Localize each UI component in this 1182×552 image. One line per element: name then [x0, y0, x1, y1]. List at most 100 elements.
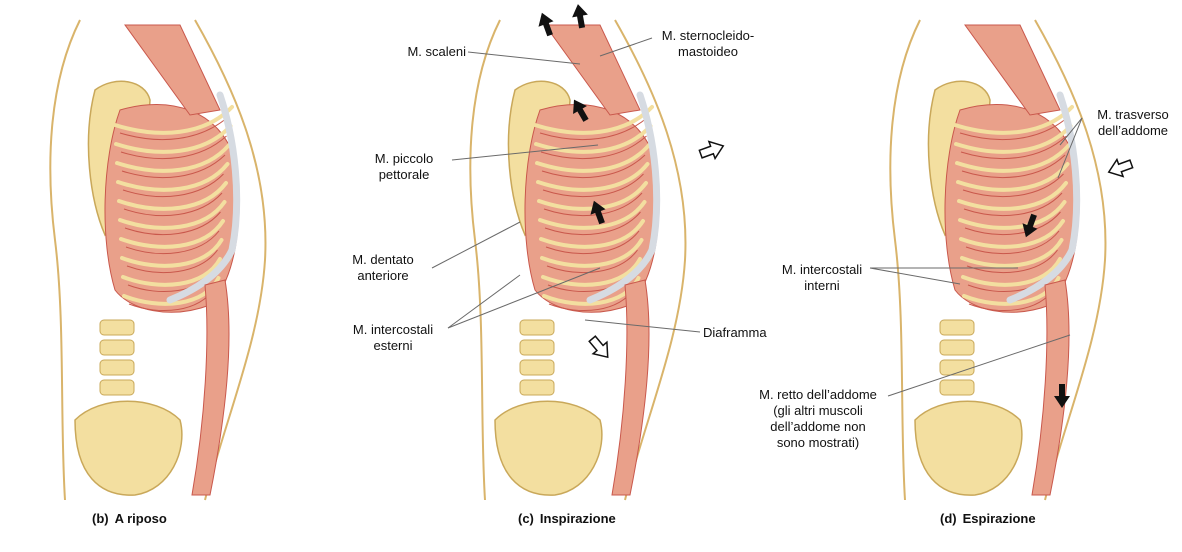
caption-panel-c: (c) Inspirazione — [518, 511, 616, 526]
costal-cartilage — [1006, 91, 1081, 304]
rib — [539, 219, 645, 249]
vertebra — [519, 379, 555, 396]
rectus-abdominis — [191, 279, 230, 496]
arrow-up-solid-icon — [590, 200, 606, 225]
costal-cartilage — [166, 91, 241, 304]
arrow-up-solid-icon — [538, 12, 554, 37]
intercostal-fibers — [962, 173, 1064, 198]
rib — [540, 238, 644, 268]
caption-tag: (c) — [518, 511, 534, 526]
vertebra — [519, 359, 555, 376]
label-trasverso-addome: M. trasverso dell’addome — [1097, 107, 1169, 138]
intercostal-fibers — [959, 116, 1069, 141]
pelvis — [74, 400, 183, 496]
caption-panel-b: (b) A riposo — [92, 511, 167, 526]
intercostal-fibers — [121, 154, 226, 179]
rib — [957, 181, 1068, 211]
front-outline — [614, 19, 687, 501]
vertebra — [99, 319, 135, 336]
rib — [119, 219, 225, 249]
rib — [955, 143, 1071, 173]
intercostal-fibers — [544, 211, 641, 236]
leader-line — [1059, 117, 1083, 146]
leader-line — [467, 51, 581, 65]
caption-title: A riposo — [114, 511, 167, 526]
vertebra — [99, 339, 135, 356]
torso-panel-expiration — [889, 19, 1107, 501]
intercostal-fibers — [961, 154, 1066, 179]
arrow-up-solid-icon — [572, 4, 588, 29]
vertebra — [99, 379, 135, 396]
rib — [959, 219, 1065, 249]
costal-cartilage — [586, 91, 661, 304]
back-outline — [469, 19, 501, 501]
leader-line — [447, 267, 601, 329]
label-intercostali-esterni: M. intercostali esterni — [352, 322, 434, 353]
back-outline — [49, 19, 81, 501]
intercostal-fibers — [965, 230, 1060, 255]
arrow-outline-icon — [588, 335, 609, 359]
torso-panel-rest — [49, 19, 267, 501]
rib — [534, 124, 653, 154]
caption-panel-d: (d)Espirazione — [940, 511, 1036, 526]
leader-line — [584, 319, 701, 333]
arrow-down-solid-icon — [1022, 213, 1038, 238]
label-dentato-anteriore: M. dentato anteriore — [352, 252, 414, 283]
vertebra — [519, 319, 555, 336]
vertebra — [939, 379, 975, 396]
leader-line — [869, 267, 961, 285]
leader-line — [1057, 117, 1083, 179]
caption-tag: (b) — [92, 511, 109, 526]
arrow-outline-icon — [1107, 157, 1134, 178]
intercostal-fibers — [125, 230, 220, 255]
vertebra — [939, 339, 975, 356]
front-outline — [1034, 19, 1107, 501]
leader-line — [887, 334, 1071, 397]
rib — [113, 105, 234, 135]
intercostal-fibers — [124, 211, 221, 236]
rib — [120, 238, 224, 268]
vertebra — [519, 339, 555, 356]
rib — [958, 200, 1067, 230]
intercostal-fibers — [963, 192, 1063, 217]
rib — [961, 257, 1062, 287]
pelvis — [914, 400, 1023, 496]
intercostal-fibers — [545, 230, 640, 255]
leader-line — [451, 144, 599, 161]
rib — [960, 238, 1064, 268]
intercostal-fibers — [539, 116, 649, 141]
label-retto-addome: M. retto dell’addome (gli altri muscoli … — [759, 387, 877, 450]
rib — [533, 105, 654, 135]
rib — [114, 124, 233, 154]
rib — [116, 162, 230, 192]
torso-panel-inspiration — [469, 19, 687, 501]
intercostal-fibers — [964, 211, 1061, 236]
arrow-outline-icon — [698, 140, 725, 161]
pelvis — [494, 400, 603, 496]
vertebra — [939, 319, 975, 336]
rib — [953, 105, 1074, 135]
label-scaleni: M. scaleni — [407, 44, 466, 59]
intercostal-fibers — [120, 135, 227, 160]
caption-title: Inspirazione — [539, 511, 616, 526]
front-outline — [194, 19, 267, 501]
leader-line — [431, 221, 521, 269]
intercostal-fibers — [966, 249, 1058, 274]
leader-line — [599, 37, 653, 57]
intercostal-fibers — [122, 173, 224, 198]
intercostal-fibers — [126, 249, 218, 274]
intercostal-fibers — [123, 192, 223, 217]
caption-tag: (d) — [940, 511, 957, 526]
rib — [954, 124, 1073, 154]
intercostal-fibers — [541, 154, 646, 179]
arrow-up-solid-icon — [573, 99, 589, 122]
intercostal-fibers — [540, 135, 647, 160]
intercostal-fibers — [542, 173, 644, 198]
label-sternocleidomastoideo: M. sternocleido- mastoideo — [661, 28, 755, 59]
rib — [118, 200, 227, 230]
rib — [535, 143, 651, 173]
rib — [121, 257, 222, 287]
arrow-down-solid-icon — [1054, 384, 1070, 408]
rib — [115, 143, 231, 173]
